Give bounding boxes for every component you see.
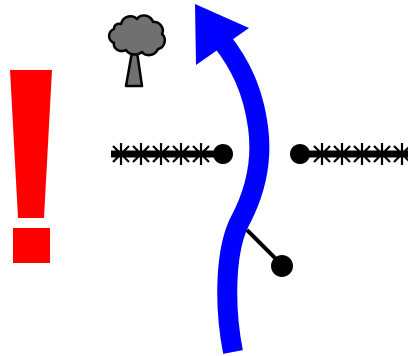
tree-crown — [107, 14, 167, 57]
right-barrier-endpoint — [290, 144, 310, 164]
left-barrier-endpoint — [213, 144, 233, 164]
barrier-marker — [313, 143, 331, 165]
barrier-marker-stroke — [373, 145, 391, 163]
tree-trunk — [124, 50, 144, 88]
barrier-marker — [152, 143, 170, 165]
barrier-marker-stroke — [333, 145, 351, 163]
route-arrowhead — [195, 4, 249, 65]
tree-icon — [107, 14, 167, 88]
barrier-marker — [393, 143, 408, 165]
left-barrier-markers — [112, 143, 210, 165]
side-branch — [245, 228, 293, 277]
barrier-marker — [192, 143, 210, 165]
barrier-marker-stroke — [132, 145, 150, 163]
barrier-marker-stroke — [393, 146, 408, 163]
side-branch-endpoint — [271, 255, 293, 277]
barrier-marker-stroke — [112, 145, 130, 163]
barrier-marker — [132, 143, 150, 165]
barrier-marker — [353, 143, 371, 165]
right-barrier-markers — [313, 143, 408, 165]
barrier-marker — [172, 143, 190, 165]
barrier-marker-stroke — [192, 145, 210, 163]
exclamation-dot — [13, 228, 50, 263]
exclamation-bar — [10, 70, 52, 218]
barrier-marker-stroke — [172, 145, 190, 163]
barrier-marker — [373, 143, 391, 165]
barrier-marker — [333, 143, 351, 165]
barrier-marker-stroke — [152, 145, 170, 163]
warning-exclamation — [10, 70, 52, 263]
barrier-marker-stroke — [353, 145, 371, 163]
barrier-marker — [112, 143, 130, 165]
blue-route-arrow — [195, 4, 270, 354]
barrier-marker-stroke — [313, 145, 331, 163]
left-barrier — [111, 143, 233, 165]
route-line — [214, 34, 270, 354]
right-barrier — [290, 143, 408, 165]
